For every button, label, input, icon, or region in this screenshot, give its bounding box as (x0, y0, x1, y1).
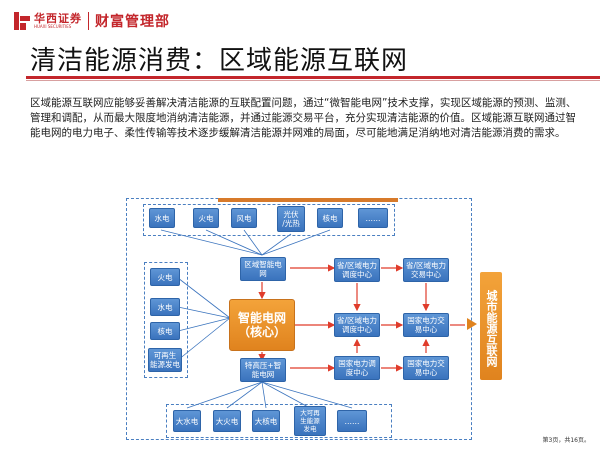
source-box: 火电 (193, 208, 219, 228)
bottom-sources-group (166, 404, 392, 438)
company-name-cn: 华西证券 (34, 12, 82, 25)
source-box: 核电 (150, 322, 180, 340)
arrow-right-icon (467, 318, 477, 330)
diagram-top-bar (218, 198, 398, 202)
trading-center-box: 国家电力交 易中心 (403, 313, 449, 337)
title-divider (26, 76, 600, 79)
source-box: 大水电 (173, 410, 201, 432)
top-sources-group (143, 204, 395, 236)
source-box: 水电 (149, 208, 175, 228)
source-box: …… (358, 208, 388, 228)
smart-grid-core: 智能电网 （核心） (229, 299, 295, 351)
source-box: 大核电 (252, 410, 280, 432)
trading-center-box: 省/区域电力 交易中心 (403, 258, 449, 282)
left-sources-group (144, 262, 188, 378)
source-box: 火电 (150, 268, 180, 286)
page-title: 清洁能源消费：区域能源互联网 (30, 46, 409, 76)
source-box: 风电 (231, 208, 257, 228)
source-box: …… (337, 410, 367, 432)
source-box: 可再生 能源发电 (148, 348, 182, 372)
company-name-en: HUAXI SECURITIES (34, 24, 72, 29)
logo-divider (88, 12, 89, 30)
logo-mark-icon (14, 12, 30, 30)
city-energy-internet-box: 城市能源互联网 (480, 272, 502, 380)
logo-text: 华西证券 HUAXI SECURITIES (34, 13, 82, 29)
dispatch-center-box: 国家电力调 度中心 (334, 356, 380, 380)
source-box: 水电 (150, 298, 180, 316)
company-logo: 华西证券 HUAXI SECURITIES 财富管理部 (14, 10, 170, 32)
dispatch-center-box: 省/区域电力 调度中心 (334, 313, 380, 337)
source-box: 核电 (317, 208, 343, 228)
uhv-grid-box: 特高压+智 能电网 (240, 358, 286, 382)
dispatch-center-box: 省/区域电力 调度中心 (334, 258, 380, 282)
page-number: 第3页，共16页。 (542, 437, 590, 444)
source-box: 大火电 (213, 410, 241, 432)
intro-paragraph: 区域能源互联网应能够妥善解决清洁能源的互联配置问题，通过“微智能电网”技术支撑，… (30, 97, 577, 139)
department-name: 财富管理部 (95, 14, 170, 30)
source-box: 大可再 生能源 发电 (294, 406, 326, 436)
trading-center-box: 国家电力交 易中心 (403, 356, 449, 380)
regional-grid-box: 区域智能电 网 (240, 257, 286, 281)
title-divider-thin (26, 80, 600, 81)
source-box: 光伏 /光热 (277, 206, 305, 232)
